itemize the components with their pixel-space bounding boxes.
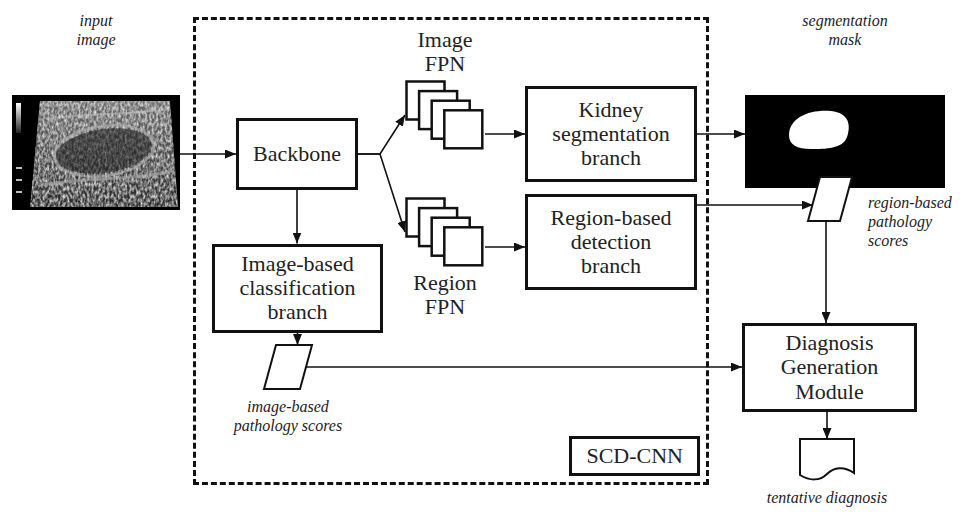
box-label: Diagnosis Generation Module	[762, 331, 897, 404]
box-label: Backbone	[253, 142, 341, 166]
input-image: input image	[12, 95, 180, 210]
process-box: Image-based classification branch	[212, 244, 383, 333]
pyramid-label: Image FPN	[405, 28, 485, 76]
parallelogram-outline	[806, 175, 854, 223]
flow-arrow	[358, 154, 405, 232]
process-box: Kidney segmentation branch	[525, 86, 697, 182]
document-caption: tentative diagnosis	[747, 488, 907, 507]
mask-image: segmentation mask	[745, 95, 945, 188]
flow-arrow	[358, 115, 405, 154]
data-parallelogram: image-based pathology scores	[262, 343, 314, 391]
process-box: Region-based detection branch	[525, 194, 697, 290]
feature-map-stack	[405, 80, 485, 150]
feature-map-stack	[405, 197, 485, 267]
network-name: SCD-CNN	[569, 436, 700, 476]
flow-arrow	[297, 333, 299, 346]
image-caption: input image	[61, 11, 131, 49]
flow-arrow	[697, 133, 745, 135]
flow-arrow	[180, 153, 236, 155]
pyramid-label: Region FPN	[405, 271, 485, 319]
process-box: Backbone	[236, 118, 358, 190]
image-caption: segmentation mask	[790, 11, 900, 49]
flow-arrow	[825, 221, 827, 323]
box-label: Image-based classification branch	[230, 252, 365, 325]
box-label: Region-based detection branch	[544, 206, 679, 279]
data-caption: image-based pathology scores	[218, 397, 358, 435]
feature-pyramid: Image FPN	[405, 80, 485, 150]
data-parallelogram: region-based pathology scores	[806, 175, 854, 223]
segmentation-mask-image	[745, 95, 945, 188]
ultrasound-image	[12, 95, 180, 210]
document-shape: tentative diagnosis	[798, 437, 856, 483]
flow-arrow	[485, 246, 525, 248]
flow-arrow	[697, 204, 813, 206]
feature-pyramid: Region FPN	[405, 197, 485, 267]
flow-arrow	[485, 133, 525, 135]
flow-arrow	[826, 412, 828, 439]
network-frame: SCD-CNN Backbone Image FPN Kidney segmentat…	[193, 17, 709, 485]
parallelogram-outline	[262, 343, 314, 391]
data-caption: region-based pathology scores	[868, 193, 963, 251]
flow-arrow	[306, 366, 742, 368]
box-label: Kidney segmentation branch	[544, 98, 679, 171]
process-box: Diagnosis Generation Module	[742, 323, 917, 412]
flow-arrow	[296, 190, 298, 244]
document-outline	[798, 437, 856, 483]
